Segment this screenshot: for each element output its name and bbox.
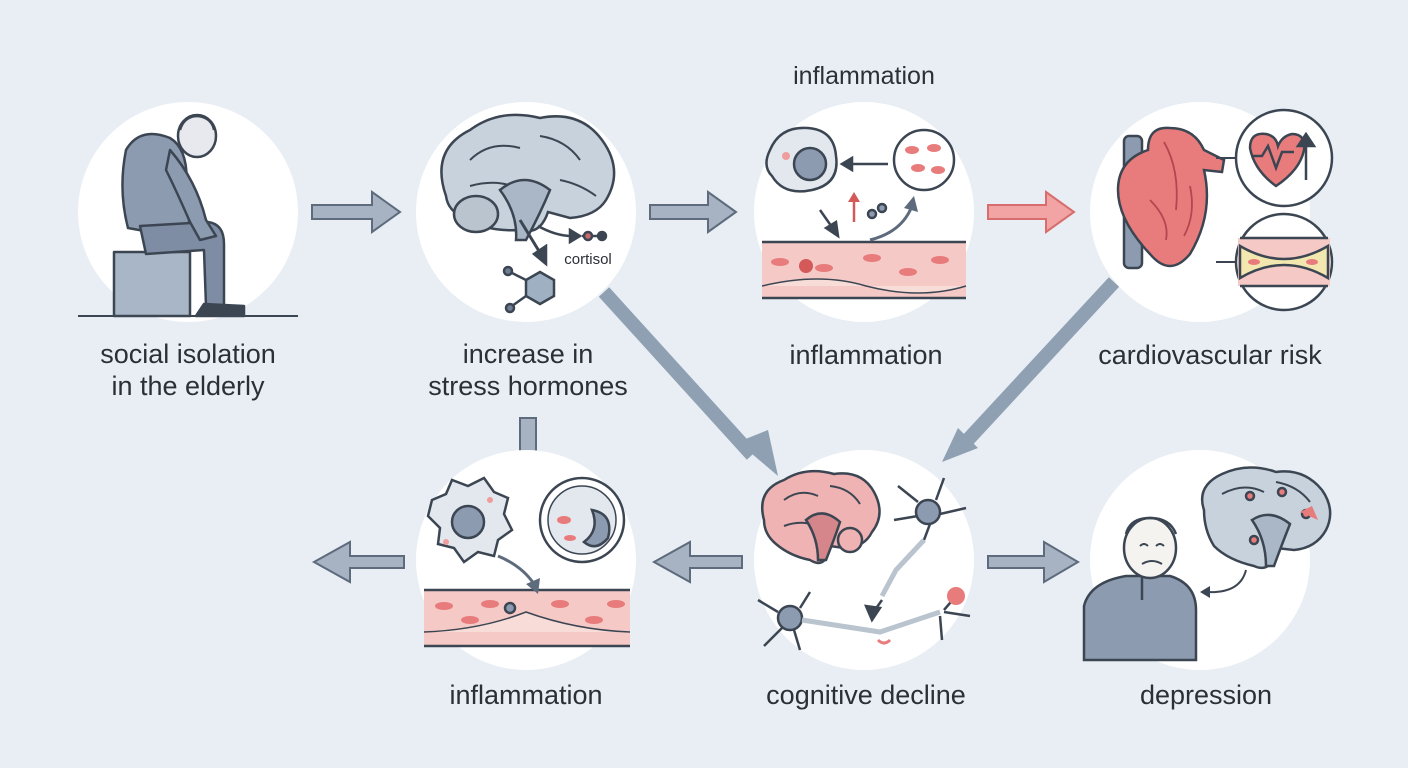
neuron-icon — [757, 477, 971, 651]
immune-cell-icon — [426, 476, 626, 594]
node-cognitive-decline — [754, 450, 974, 670]
arrow-stress-to-inflammation — [649, 190, 738, 234]
immune-cell-icon — [765, 126, 956, 242]
brain-icon — [1200, 466, 1332, 570]
label-inflammation-bottom: inflammation — [449, 680, 602, 710]
arrow-inflammation-to-cardiovascular — [987, 190, 1076, 234]
label-cortisol: cortisol — [564, 251, 612, 268]
brain-icon — [761, 469, 881, 565]
arrow-cognitive-to-inflammation — [651, 540, 743, 584]
node-inflammation-top — [754, 102, 974, 322]
curved-arrow-icon — [1205, 569, 1247, 594]
blood-vessel-icon — [1234, 212, 1334, 312]
arrow-inflammation-to-left — [311, 540, 405, 584]
node-inflammation-bottom — [416, 450, 636, 670]
label-cognitive-decline: cognitive decline — [766, 680, 966, 710]
brain-icon — [440, 113, 616, 242]
label-cardiovascular-risk: cardiovascular risk — [1098, 340, 1322, 370]
sad-person-icon — [1082, 516, 1198, 662]
node-social-isolation — [78, 102, 298, 322]
arrow-cognitive-to-depression — [987, 540, 1080, 584]
heartbeat-icon — [1234, 108, 1334, 208]
label-social-isolation: social isolation in the elderly — [100, 339, 276, 401]
arrow-cardiovascular-to-cognitive — [942, 277, 1120, 462]
node-cardiovascular — [1090, 102, 1334, 322]
arrow-stress-to-cognitive — [598, 287, 778, 476]
arrow-isolation-to-stress — [311, 190, 402, 234]
molecule-icon — [502, 219, 608, 314]
label-stress-hormones: increase in stress hormones — [428, 339, 628, 401]
label-inflammation-top: inflammation — [789, 340, 942, 370]
labels: inflammation cortisol inflammation cardi… — [449, 62, 1322, 710]
node-stress-hormones — [416, 102, 636, 322]
label-inflammation-heading: inflammation — [793, 62, 935, 90]
blood-vessel-icon — [423, 588, 631, 648]
elderly-person-icon — [112, 113, 246, 318]
blood-vessel-icon — [761, 240, 967, 300]
heart-icon — [1116, 126, 1226, 270]
label-depression: depression — [1140, 680, 1272, 710]
node-depression — [1082, 450, 1332, 670]
